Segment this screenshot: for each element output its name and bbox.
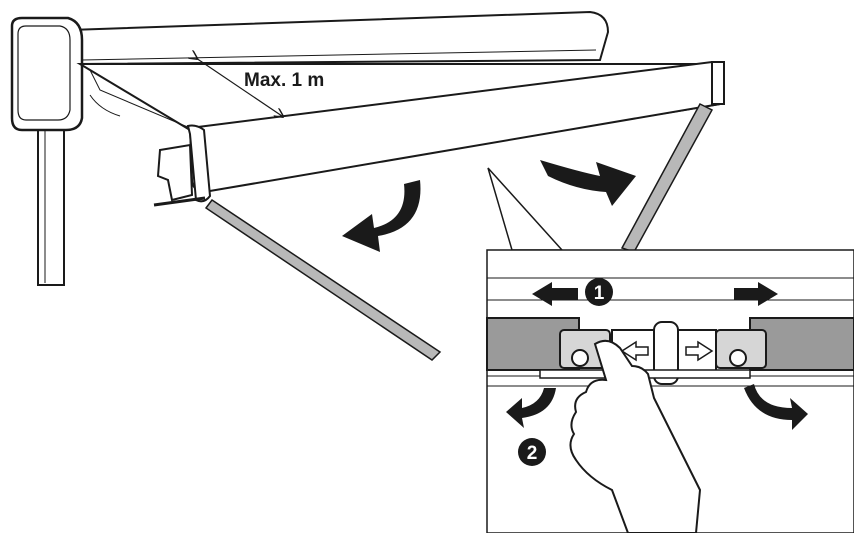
step-2-number: 2 — [527, 443, 538, 464]
detail-callout-pointer — [487, 167, 564, 251]
awning-cassette — [68, 10, 610, 66]
dimension-label: Max. 1 m — [244, 70, 324, 91]
step-2-badge — [518, 438, 546, 466]
step-2: 2 — [506, 384, 808, 466]
front-profile — [188, 60, 726, 194]
step-1: 1 — [532, 278, 778, 306]
step-1-number: 1 — [594, 283, 605, 304]
rotate-arrow-left — [342, 180, 421, 252]
release-arrow-right — [744, 384, 808, 430]
rotate-arrow-right — [540, 160, 636, 206]
hand — [569, 339, 702, 533]
release-arrow-left — [506, 388, 556, 428]
step-1-badge — [585, 278, 613, 306]
cassette-end-cap — [10, 16, 84, 132]
wall-post — [37, 119, 65, 286]
right-arm — [620, 103, 714, 253]
front-cap — [153, 124, 212, 207]
left-arm — [204, 198, 442, 361]
push-arrow-right — [734, 282, 778, 306]
width-dimension: Max. 1 m — [196, 58, 324, 116]
push-arrow-left — [532, 282, 578, 306]
